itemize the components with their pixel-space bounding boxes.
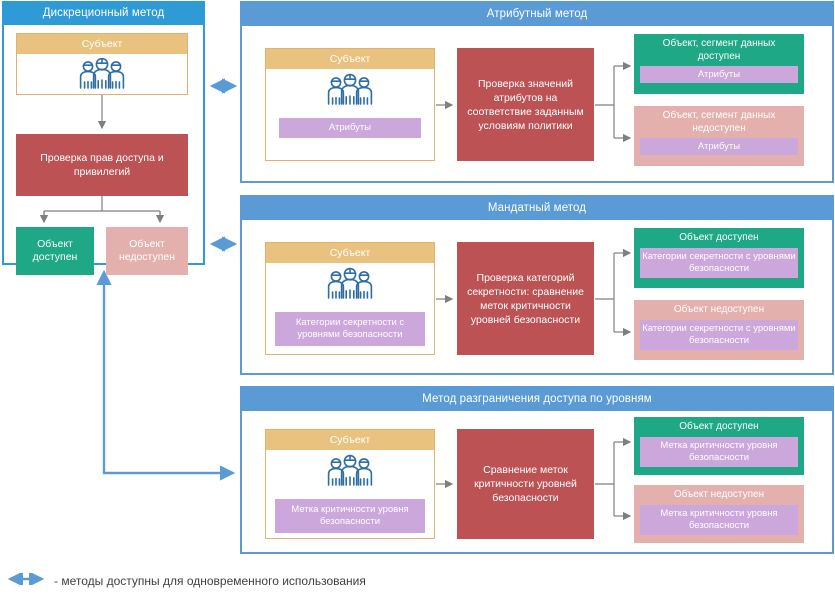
double-arrow-icon [4, 571, 48, 590]
result-denied-attribute[interactable]: Объект, сегмент данных недоступен Атрибу… [634, 106, 804, 166]
panel-mandatory-title: Мандатный метод [240, 195, 834, 220]
subject-title: Субъект [17, 34, 187, 54]
subject-card-levels[interactable]: Субъект [265, 429, 435, 539]
process-box-mandatory[interactable]: Проверка категорий секретности: сравнени… [457, 242, 594, 355]
result-denied-badge: Атрибуты [640, 138, 798, 155]
result-granted-mandatory[interactable]: Объект доступен Категории секретности с … [634, 228, 804, 288]
subject-card-discretionary[interactable]: Субъект [16, 33, 188, 95]
result-granted-discretionary[interactable]: Объект доступен [16, 227, 94, 275]
panel-discretionary[interactable]: Дискреционный метод Субъект [2, 1, 205, 275]
result-granted-attribute[interactable]: Объект, сегмент данных доступен Атрибуты [634, 34, 804, 94]
panel-levels[interactable]: Метод разграничения доступа по уровням С… [240, 386, 834, 554]
result-granted-title: Объект доступен [679, 421, 759, 432]
subject-title: Субъект [266, 243, 434, 263]
panel-attribute[interactable]: Атрибутный метод Субъект [240, 1, 834, 183]
subject-card-attribute[interactable]: Субъект [265, 48, 435, 161]
subject-card-mandatory[interactable]: Субъект [265, 242, 435, 355]
panel-mandatory[interactable]: Мандатный метод Субъект [240, 195, 834, 375]
group-people-icon [74, 57, 130, 95]
group-people-icon [322, 454, 378, 493]
result-denied-title: Объект недоступен [673, 304, 765, 315]
process-label: Проверка значений атрибутов на соответст… [467, 77, 584, 132]
process-box-discretionary[interactable]: Проверка прав доступа и привилегий [16, 134, 188, 196]
panel-levels-body: Субъект [240, 411, 834, 554]
process-box-levels[interactable]: Сравнение меток критичности уровней безо… [457, 429, 594, 539]
result-denied-badge: Метка критичности уровня безопасности [640, 504, 798, 535]
panel-attribute-body: Субъект [240, 26, 834, 183]
panel-attribute-title: Атрибутный метод [240, 1, 834, 26]
legend: - методы доступны для одновременного исп… [4, 570, 604, 592]
result-denied-title: Объект недоступен [673, 489, 765, 500]
subject-badge-attribute: Атрибуты [279, 118, 421, 138]
result-granted-title: Объект доступен [679, 232, 759, 243]
result-granted-title: Объект, сегмент данных доступен [662, 38, 776, 62]
group-people-icon [322, 267, 378, 306]
result-denied-discretionary[interactable]: Объект недоступен [106, 227, 188, 275]
result-granted-levels[interactable]: Объект доступен Метка критичности уровня… [634, 417, 804, 475]
result-granted-badge: Атрибуты [640, 66, 798, 83]
panel-discretionary-title: Дискреционный метод [2, 1, 205, 25]
result-granted-badge: Категории секретности с уровнями безопас… [640, 247, 798, 278]
panel-discretionary-body: Субъект [2, 25, 205, 275]
process-label: Сравнение меток критичности уровней безо… [474, 464, 577, 504]
panel-levels-title: Метод разграничения доступа по уровням [240, 386, 834, 411]
connector-discretionary-levels [96, 269, 236, 481]
result-denied-levels[interactable]: Объект недоступен Метка критичности уров… [634, 485, 804, 543]
panel-mandatory-body: Субъект [240, 220, 834, 375]
subject-title: Субъект [266, 49, 434, 69]
subject-title: Субъект [266, 430, 434, 450]
subject-badge-mandatory: Категории секретности с уровнями безопас… [275, 312, 425, 346]
result-denied-title: Объект, сегмент данных недоступен [662, 110, 776, 134]
result-denied-badge: Категории секретности с уровнями безопас… [640, 319, 798, 350]
result-denied-mandatory[interactable]: Объект недоступен Категории секретности … [634, 300, 804, 360]
result-granted-badge: Метка критичности уровня безопасности [640, 436, 798, 467]
process-label: Проверка прав доступа и привилегий [40, 152, 164, 178]
subject-badge-levels: Метка критичности уровня безопасности [275, 499, 425, 533]
process-label: Проверка категорий секретности: сравнени… [467, 271, 584, 326]
result-granted-label: Объект доступен [32, 238, 78, 263]
process-box-attribute[interactable]: Проверка значений атрибутов на соответст… [457, 48, 594, 161]
group-people-icon [322, 73, 378, 112]
legend-label: - методы доступны для одновременного исп… [54, 574, 366, 588]
result-denied-label: Объект недоступен [118, 238, 176, 263]
